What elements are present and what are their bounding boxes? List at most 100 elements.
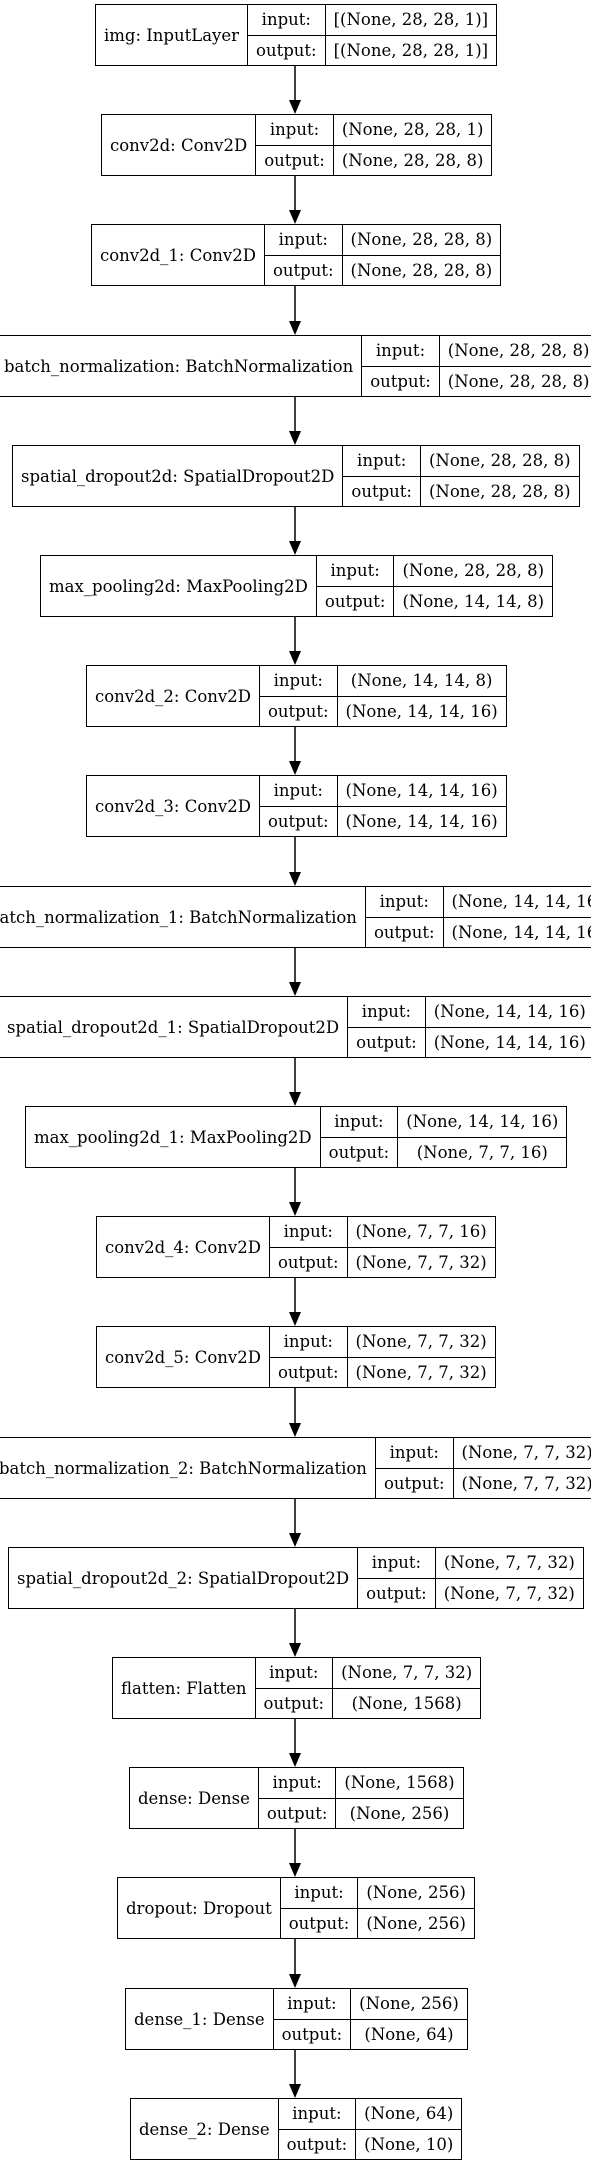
layer-name: conv2d_4: Conv2D	[97, 1217, 270, 1277]
input-label: input:	[389, 1443, 439, 1463]
shape-values: (None, 14, 14, 8)(None, 14, 14, 16)	[337, 666, 506, 726]
shape-values: (None, 14, 14, 16)(None, 7, 7, 16)	[398, 1107, 567, 1168]
input-label: input:	[371, 1553, 422, 1573]
layer-node: dropout: Dropout input: output:(None, 256)…	[117, 1877, 475, 1939]
port-labels: input:output:	[316, 556, 395, 616]
edge-arrowhead	[289, 431, 301, 445]
shape-values: (None, 28, 28, 8) (None, 28, 28, 8)	[342, 225, 501, 286]
input-shape: (None, 28, 28, 8)	[350, 230, 493, 250]
shape-values: (None, 7, 7, 16)(None, 7, 7, 32)	[347, 1217, 495, 1278]
layer-name: conv2d: Conv2D	[102, 115, 257, 175]
input-label: input:	[269, 120, 320, 140]
output-shape: (None, 64)	[351, 2018, 467, 2050]
output-shape: (None, 7, 7, 32)	[347, 1246, 495, 1278]
input-shape: (None, 7, 7, 32)	[341, 1663, 473, 1683]
output-label: output:	[375, 1467, 453, 1499]
output-label: output:	[348, 1026, 425, 1058]
input-label: input:	[361, 1002, 412, 1022]
input-label: input:	[330, 561, 380, 581]
shape-values: (None, 7, 7, 32)(None, 7, 7, 32)	[435, 1548, 583, 1609]
edge-arrowhead	[289, 651, 301, 665]
edge-arrowhead	[289, 1974, 301, 1988]
port-labels: input: output:	[264, 225, 343, 286]
input-shape: (None, 28, 28, 8)	[447, 341, 590, 361]
output-shape: (None, 28, 28, 8)	[342, 254, 501, 286]
edge-arrowhead	[289, 1202, 301, 1216]
input-label: input:	[278, 230, 328, 250]
shape-values: (None, 7, 7, 32)(None, 7, 7, 32)	[347, 1327, 495, 1387]
input-label: input:	[287, 1994, 337, 2014]
output-shape: (None, 7, 7, 32)	[453, 1467, 591, 1499]
edge-arrowhead	[289, 210, 301, 224]
output-label: output:	[280, 1907, 358, 1939]
output-shape: (None, 10)	[356, 2128, 462, 2160]
input-label: input:	[273, 781, 323, 801]
layer-name: dropout: Dropout	[118, 1878, 281, 1938]
output-shape: (None, 28, 28, 8)	[420, 475, 579, 507]
shape-values: (None, 28, 28, 1)(None, 28, 28, 8)	[333, 115, 492, 175]
input-shape: (None, 14, 14, 8)	[350, 671, 493, 691]
output-shape: (None, 256)	[358, 1907, 474, 1939]
input-shape: (None, 1568)	[344, 1773, 455, 1793]
layer-node: batch_normalization_2: BatchNormalizatio…	[0, 1437, 591, 1499]
layer-name: dense_2: Dense	[131, 2099, 279, 2159]
output-label: output:	[269, 1356, 347, 1388]
edge-arrowhead	[289, 1533, 301, 1547]
output-label: output:	[264, 254, 342, 286]
output-shape: (None, 14, 14, 16)	[443, 916, 591, 948]
input-label: input:	[261, 10, 311, 30]
input-shape: (None, 28, 28, 8)	[402, 561, 545, 581]
shape-values: (None, 14, 14, 16)(None, 14, 14, 16)	[443, 887, 591, 948]
shape-values: (None, 14, 14, 16)(None, 14, 14, 16)	[425, 997, 591, 1057]
edge-arrowhead	[289, 321, 301, 335]
edge-arrowhead	[289, 541, 301, 555]
input-label: input:	[379, 892, 429, 912]
layer-name: spatial_dropout2d_2: SpatialDropout2D	[9, 1548, 359, 1608]
layer-name: conv2d_3: Conv2D	[87, 776, 260, 836]
input-label: input:	[375, 341, 426, 361]
output-shape: (None, 7, 7, 16)	[398, 1136, 567, 1168]
input-shape: (None, 7, 7, 32)	[355, 1332, 487, 1352]
port-labels: input:output:	[273, 1989, 352, 2049]
output-label: output:	[269, 1246, 347, 1278]
layer-name: conv2d_2: Conv2D	[87, 666, 260, 726]
port-labels: input:output:	[343, 446, 421, 506]
port-labels: input:output:	[248, 5, 326, 65]
shape-values: (None, 28, 28, 8)(None, 14, 14, 8)	[394, 556, 553, 616]
port-labels: input: output:	[375, 1438, 454, 1499]
port-labels: input:output:	[320, 1107, 399, 1167]
input-shape: (None, 14, 14, 16)	[345, 781, 498, 801]
input-shape: (None, 28, 28, 8)	[428, 451, 571, 471]
port-labels: input:output:	[258, 1768, 337, 1828]
port-labels: input: output:	[255, 1658, 334, 1719]
layer-name: dense_1: Dense	[126, 1989, 274, 2049]
edge-arrowhead	[289, 1863, 301, 1877]
input-label: input:	[273, 671, 323, 691]
edge-arrowhead	[289, 982, 301, 996]
output-label: output:	[365, 916, 443, 948]
input-label: input:	[283, 1222, 333, 1242]
input-label: input:	[269, 1663, 319, 1683]
shape-values: (None, 256)(None, 256)	[358, 1878, 474, 1938]
layer-name: conv2d_1: Conv2D	[92, 225, 265, 285]
output-label: output:	[255, 1687, 333, 1719]
shape-values: (None, 64)(None, 10)	[356, 2099, 462, 2160]
port-labels: input: output:	[365, 887, 444, 948]
input-label: input:	[294, 1883, 344, 1903]
shape-values: (None, 28, 28, 8)(None, 28, 28, 8)	[439, 336, 591, 396]
output-shape: (None, 7, 7, 32)	[435, 1577, 583, 1609]
